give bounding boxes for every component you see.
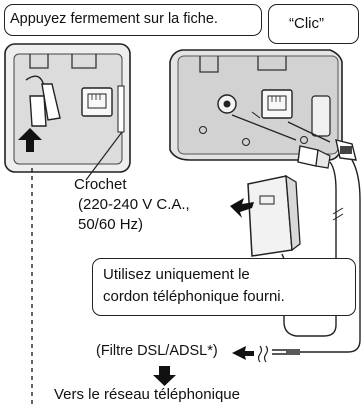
arrow-left-icon: [230, 198, 254, 218]
to-network-label: Vers le réseau téléphonique: [54, 386, 240, 403]
phone-insert-arrow: [287, 121, 331, 143]
hook-label: Crochet: [74, 176, 127, 193]
voltage-label-line2: 50/60 Hz): [78, 216, 144, 233]
dc-insert-arrow: [231, 114, 297, 141]
base-unit-inset: [4, 43, 131, 181]
click-text: “Clic”: [289, 15, 324, 32]
power-adapter-icon: [247, 174, 301, 265]
use-only-cord-line2: cordon téléphonique fourni.: [103, 288, 285, 305]
modular-plug-icon: [286, 139, 361, 353]
base-unit-body: [169, 49, 343, 161]
use-only-cord-line1: Utilisez uniquement le: [103, 266, 250, 283]
arrow-down-icon: [153, 366, 176, 386]
press-firmly-text: Appuyez fermement sur la fiche.: [10, 11, 218, 27]
phone-jack-icon: [81, 87, 113, 117]
push-arrow-icon: [18, 128, 42, 152]
voltage-label-line1: (220-240 V C.A.,: [78, 196, 190, 213]
dc-plug-icon: [283, 145, 344, 337]
use-only-cord-callout: Utilisez uniquement le cordon téléphoniq…: [92, 258, 356, 316]
press-firmly-callout: Appuyez fermement sur la fiche.: [4, 4, 262, 36]
click-callout: “Clic”: [268, 4, 359, 44]
dsl-filter-connector: [232, 345, 300, 363]
dsl-filter-label: (Filtre DSL/ADSL*): [96, 343, 218, 359]
